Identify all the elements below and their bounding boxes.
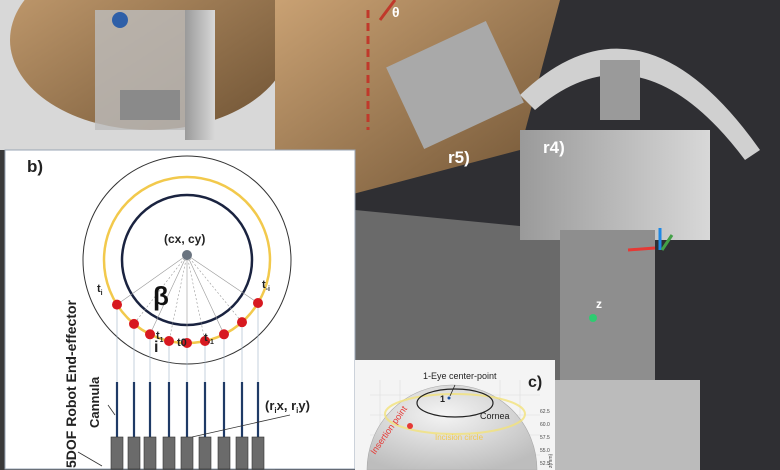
label-t-i: ti bbox=[97, 283, 103, 297]
label-t-neg-1: t-1 bbox=[204, 332, 214, 346]
target-point bbox=[129, 318, 139, 329]
spoke-line bbox=[186, 254, 206, 342]
cannula-holder bbox=[110, 436, 124, 470]
theta-label: θ bbox=[392, 4, 400, 20]
cannula-position-label: (rix, riy) bbox=[265, 398, 310, 415]
spoke-line bbox=[168, 254, 188, 342]
cannula-label: Cannula bbox=[87, 376, 102, 428]
eye-center-label: 1-Eye center-point bbox=[423, 371, 497, 381]
label-t-neg-i: t-i bbox=[262, 279, 270, 293]
cannula-holder bbox=[235, 436, 249, 470]
spoke-line bbox=[133, 254, 188, 325]
center-point bbox=[182, 250, 192, 260]
panel-b-label: b) bbox=[27, 157, 43, 176]
spoke-line bbox=[116, 254, 188, 305]
render-left-top bbox=[0, 0, 290, 150]
axis-z-label: z bbox=[596, 297, 602, 311]
spoke-line bbox=[149, 254, 188, 335]
target-point bbox=[164, 336, 174, 347]
eye-center-marker: 1 bbox=[440, 394, 445, 404]
cannula-holder bbox=[143, 436, 157, 470]
panel-c: 1 1-Eye center-point Cornea Insertion po… bbox=[355, 360, 555, 470]
cannula-holder bbox=[198, 436, 212, 470]
insertion-point bbox=[407, 423, 413, 429]
center-label: (cx, cy) bbox=[164, 232, 205, 246]
label-t0: t0 bbox=[177, 337, 187, 349]
x-axis-arrow bbox=[627, 246, 656, 252]
robot-label-r5: r5) bbox=[448, 148, 470, 167]
label-t1: t1 bbox=[156, 330, 164, 344]
cannula-holder bbox=[127, 436, 141, 470]
blue-marker-icon bbox=[112, 12, 128, 28]
axis-tick-label: 55.0 bbox=[540, 448, 550, 454]
axis-tick-label: 60.0 bbox=[540, 422, 550, 428]
axis-tick-label: 62.5 bbox=[540, 409, 550, 415]
cannula-holder bbox=[217, 436, 231, 470]
cornea-label: Cornea bbox=[480, 411, 510, 421]
target-point bbox=[200, 336, 210, 347]
origin-marker-icon bbox=[589, 314, 597, 322]
arc-guide bbox=[520, 48, 760, 160]
incision-circle bbox=[384, 393, 526, 435]
target-point bbox=[145, 329, 155, 340]
panel-c-label: c) bbox=[528, 374, 542, 391]
z-axis-label: z(mm) bbox=[548, 454, 554, 468]
target-point bbox=[219, 329, 229, 340]
spoke-line bbox=[186, 254, 243, 323]
cannula-holder bbox=[251, 436, 265, 470]
eye-sphere bbox=[366, 384, 538, 470]
cannula-holder bbox=[162, 436, 176, 470]
axis-tick-label: 57.5 bbox=[540, 435, 550, 441]
beta-label: β bbox=[153, 281, 169, 311]
target-point bbox=[237, 317, 247, 328]
cornea-circle bbox=[416, 388, 494, 418]
spoke-line bbox=[186, 254, 225, 335]
axis-tick-label: 52.5 bbox=[540, 461, 550, 467]
label-i: i bbox=[154, 339, 158, 356]
end-effector-label: 5DOF Robot End-effector bbox=[63, 299, 79, 468]
y-axis-arrow bbox=[660, 234, 674, 251]
panel-b: b) (cx, cy) β ti t-i t1 i t0 t-1 (rix, r… bbox=[4, 149, 356, 470]
target-point bbox=[182, 338, 192, 348]
incision-circle-label: Incision circle bbox=[435, 433, 484, 442]
robot-label-r4: r4) bbox=[543, 138, 565, 157]
target-point bbox=[253, 297, 263, 308]
cannula-holder bbox=[180, 436, 194, 470]
spoke-line bbox=[186, 254, 259, 304]
target-point bbox=[112, 299, 122, 310]
